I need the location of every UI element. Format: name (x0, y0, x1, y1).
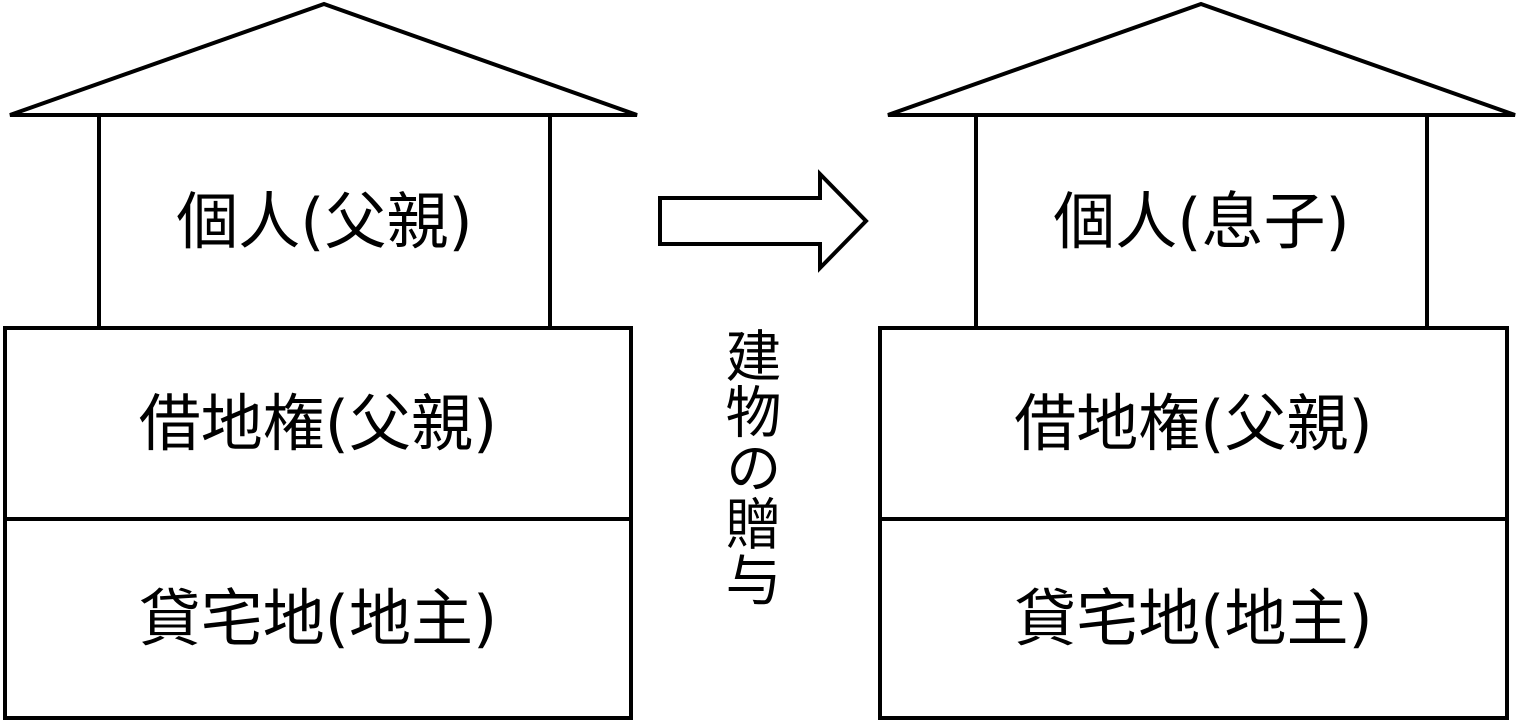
left-land-label: 貸宅地(地主) (138, 581, 498, 655)
right-land-label: 貸宅地(地主) (1014, 581, 1373, 655)
right-land-box (878, 517, 1509, 720)
gift-of-building-label: 建物の贈与 (716, 327, 781, 607)
right-building-label: 個人(息子) (1053, 184, 1350, 258)
left-roof (9, 1, 638, 117)
left-leasehold-label: 借地権(父親) (138, 386, 498, 460)
left-land-box (3, 517, 633, 720)
right-roof (887, 1, 1516, 117)
right-leasehold-label: 借地権(父親) (1014, 386, 1373, 460)
right-arrow-icon (658, 169, 869, 273)
left-building-label: 個人(父親) (176, 184, 473, 258)
